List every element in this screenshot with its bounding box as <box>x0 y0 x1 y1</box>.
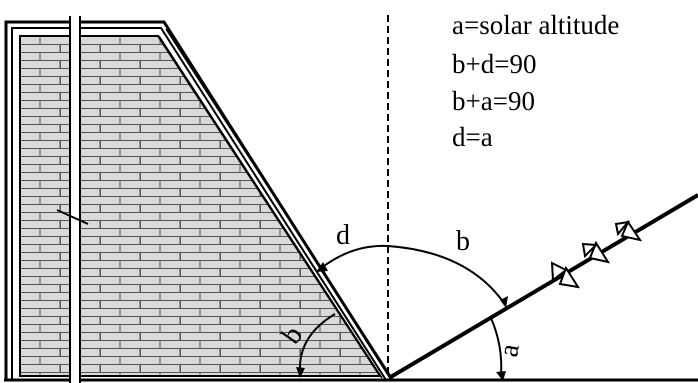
glazing-strip <box>158 28 393 379</box>
arc-arrowheads <box>296 262 508 381</box>
equation-solar-altitude: a=solar altitude <box>452 10 620 40</box>
equation-d-equals-a: d=a <box>452 122 493 152</box>
angle-label-b: b <box>456 226 470 257</box>
equation-b-plus-d: b+d=90 <box>452 49 537 79</box>
angle-label-d: d <box>336 220 350 251</box>
arc-b-inner <box>298 313 336 373</box>
equation-b-plus-a: b+a=90 <box>452 86 535 116</box>
pipe-tick <box>56 209 89 225</box>
sun-ray-arrows <box>550 219 643 289</box>
arc-b <box>387 245 507 307</box>
arc-a <box>490 317 503 376</box>
vertical-pipe <box>69 16 81 383</box>
arc-d <box>319 244 389 270</box>
angle-label-a: a <box>493 341 526 359</box>
sun-ray <box>387 193 698 380</box>
angle-arcs <box>298 244 507 376</box>
